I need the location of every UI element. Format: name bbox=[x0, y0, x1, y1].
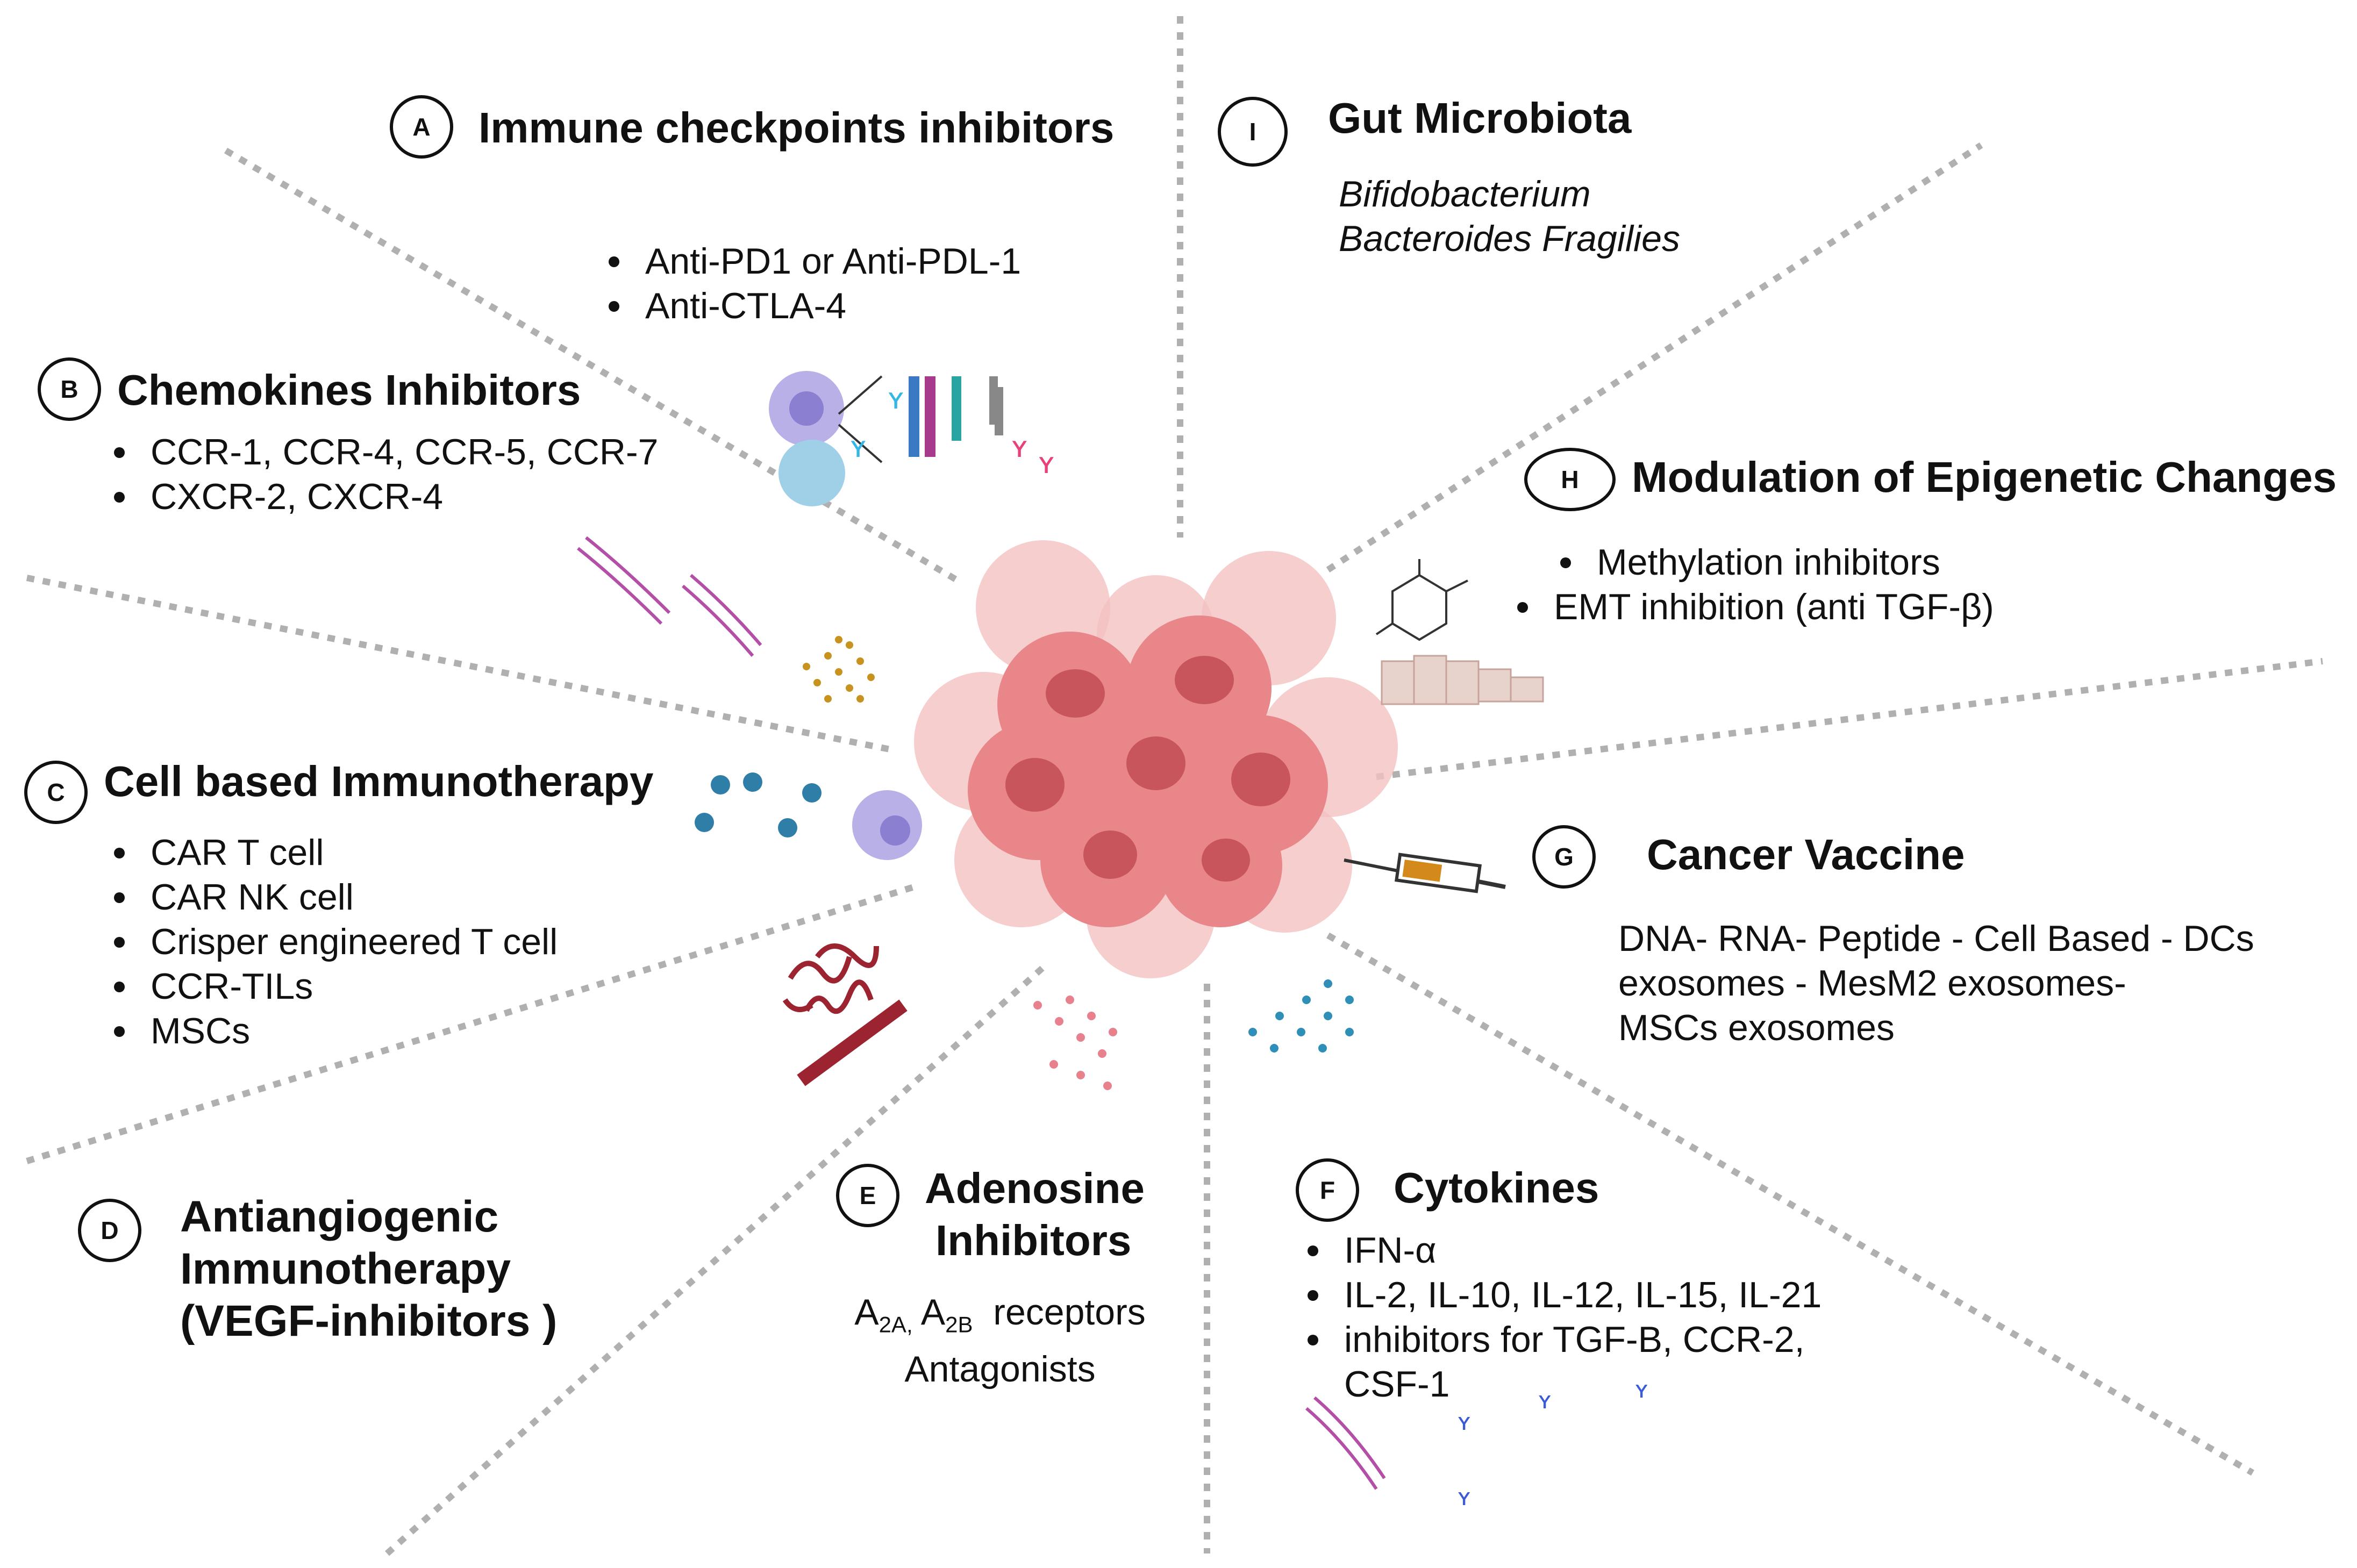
svg-text:ʏ: ʏ bbox=[1457, 1408, 1472, 1436]
divider-f-g bbox=[1326, 932, 2255, 1476]
section-i-letter: I bbox=[1249, 118, 1256, 146]
section-c-item: Crisper engineered T cell bbox=[108, 920, 558, 964]
particle-cloud-gold-icon bbox=[803, 636, 875, 703]
svg-text:ʏ: ʏ bbox=[1538, 1387, 1552, 1414]
section-g-description: DNA- RNA- Peptide - Cell Based - DCs exo… bbox=[1618, 917, 2254, 1050]
section-e-title-line: Inhibitors bbox=[935, 1216, 1132, 1264]
svg-text:ʏ: ʏ bbox=[849, 430, 867, 464]
section-b-letter: B bbox=[60, 375, 78, 403]
section-b-badge: B bbox=[38, 357, 101, 421]
particle-cloud-blue-icon bbox=[1248, 979, 1354, 1053]
section-a-item: Anti-CTLA-4 bbox=[602, 284, 1021, 328]
section-g-line: MSCs exosomes bbox=[1618, 1007, 1895, 1048]
section-i-title: Gut Microbiota bbox=[1328, 94, 1632, 142]
section-c-badge: C bbox=[24, 761, 88, 824]
section-e-receptors: A2A, A2B receptors bbox=[833, 1290, 1167, 1347]
receptor-b-subscript: 2B bbox=[945, 1312, 973, 1337]
divider-d-e bbox=[385, 965, 1045, 1556]
antibody-icons: ʏ ʏ ʏ ʏ bbox=[1457, 1376, 1649, 1511]
section-g-line: exosomes - MesM2 exosomes- bbox=[1618, 963, 2126, 1004]
section-a-letter: A bbox=[412, 113, 431, 141]
receptor-b: A bbox=[920, 1292, 946, 1333]
syringe-icon bbox=[1344, 853, 1506, 893]
section-b-title: Chemokines Inhibitors bbox=[117, 366, 581, 414]
section-d-letter: D bbox=[101, 1216, 119, 1244]
tumor-cluster-icon bbox=[914, 540, 1398, 978]
section-c-letter: C bbox=[47, 778, 65, 806]
receptor-suffix: receptors bbox=[993, 1292, 1146, 1333]
svg-text:ʏ: ʏ bbox=[1038, 446, 1055, 480]
section-f-badge: F bbox=[1296, 1158, 1359, 1222]
section-dividers bbox=[26, 16, 2323, 1556]
section-g-line: DNA- RNA- Peptide - Cell Based - DCs bbox=[1618, 918, 2254, 959]
section-c-title: Cell based Immunotherapy bbox=[104, 757, 654, 805]
section-i-organism: Bifidobacterium bbox=[1339, 174, 1591, 214]
checkpoint-schematic-icon: ʏ ʏ ʏ ʏ bbox=[769, 371, 1055, 506]
section-a-list: Anti-PD1 or Anti-PDL-1 Anti-CTLA-4 bbox=[602, 239, 1021, 328]
section-e-letter: E bbox=[859, 1182, 876, 1209]
section-f-letter: F bbox=[1319, 1176, 1335, 1204]
svg-text:ʏ: ʏ bbox=[1011, 430, 1028, 464]
divider-a-b bbox=[224, 147, 965, 586]
section-i-organism: Bacteroides Fragilies bbox=[1339, 218, 1680, 259]
section-i-badge: I bbox=[1218, 97, 1288, 167]
section-h-badge: H bbox=[1524, 448, 1616, 511]
section-g-badge: G bbox=[1532, 825, 1596, 889]
blood-vessel-icon bbox=[782, 943, 908, 1086]
section-d-title-line: (VEGF-inhibitors ) bbox=[180, 1297, 558, 1345]
section-f-continuation: CSF-1 bbox=[1344, 1364, 1450, 1405]
section-e-title-line: Adenosine bbox=[925, 1164, 1145, 1212]
immune-cell-icon bbox=[852, 790, 922, 860]
section-e-line2: Antagonists bbox=[904, 1348, 1096, 1390]
section-g-title: Cancer Vaccine bbox=[1647, 830, 1965, 878]
section-h-item: EMT inhibition (anti TGF-β) bbox=[1511, 585, 1994, 629]
section-c-list: CAR T cell CAR NK cell Crisper engineere… bbox=[108, 830, 558, 1054]
section-i-organisms: Bifidobacterium Bacteroides Fragilies bbox=[1339, 172, 1680, 261]
section-f-list: IFN-α IL-2, IL-10, IL-12, IL-15, IL-21 i… bbox=[1301, 1228, 1822, 1362]
section-a-title: Immune checkpoints inhibitors bbox=[478, 104, 1115, 152]
dna-strand-icon bbox=[577, 536, 762, 657]
svg-text:ʏ: ʏ bbox=[887, 382, 905, 416]
section-c-item: CAR NK cell bbox=[108, 875, 558, 920]
divider-h-i bbox=[1326, 142, 1983, 573]
dna-strand-icon-f bbox=[1305, 1396, 1386, 1490]
epithelial-cells-icon bbox=[1381, 655, 1544, 705]
section-d-title-line: Immunotherapy bbox=[180, 1244, 511, 1293]
section-e-badge: E bbox=[836, 1164, 899, 1227]
section-b-item: CCR-1, CCR-4, CCR-5, CCR-7 bbox=[108, 430, 659, 475]
section-a-badge: A bbox=[390, 95, 453, 159]
section-c-item: CAR T cell bbox=[108, 830, 558, 875]
section-c-item: MSCs bbox=[108, 1009, 558, 1054]
section-h-list: Methylation inhibitors EMT inhibition (a… bbox=[1511, 540, 1994, 629]
particle-cloud-pink-icon bbox=[1033, 996, 1117, 1090]
viral-particles-icon bbox=[695, 772, 822, 837]
divider-g-h bbox=[1376, 658, 2323, 780]
section-d-badge: D bbox=[78, 1199, 141, 1262]
section-c-item: CCR-TILs bbox=[108, 964, 558, 1009]
section-d-title: Antiangiogenic Immunotherapy (VEGF-inhib… bbox=[180, 1191, 557, 1347]
section-f-item: IFN-α bbox=[1301, 1228, 1822, 1273]
divider-b-c bbox=[26, 575, 894, 753]
section-d-title-line: Antiangiogenic bbox=[180, 1192, 499, 1241]
section-e-description: A2A, A2B receptors Antagonists bbox=[833, 1290, 1167, 1392]
receptor-a-subscript: 2A, bbox=[878, 1312, 913, 1337]
section-h-item: Methylation inhibitors bbox=[1554, 540, 1994, 585]
svg-text:ʏ: ʏ bbox=[1457, 1484, 1472, 1511]
section-b-item: CXCR-2, CXCR-4 bbox=[108, 475, 659, 519]
section-g-letter: G bbox=[1554, 843, 1574, 871]
section-f-title: Cytokines bbox=[1394, 1164, 1599, 1212]
section-a-item: Anti-PD1 or Anti-PDL-1 bbox=[602, 239, 1021, 284]
section-b-list: CCR-1, CCR-4, CCR-5, CCR-7 CXCR-2, CXCR-… bbox=[108, 430, 659, 519]
section-e-title: Adenosine Inhibitors bbox=[925, 1162, 1145, 1266]
section-h-letter: H bbox=[1561, 466, 1579, 493]
svg-text:ʏ: ʏ bbox=[1634, 1376, 1649, 1404]
section-h-title: Modulation of Epigenetic Changes bbox=[1632, 453, 2337, 501]
section-f-item: inhibitors for TGF-B, CCR-2, bbox=[1301, 1318, 1822, 1362]
methylcytosine-molecule-icon bbox=[1375, 559, 1468, 641]
receptor-a: A bbox=[854, 1292, 879, 1333]
section-f-item: IL-2, IL-10, IL-12, IL-15, IL-21 bbox=[1301, 1273, 1822, 1318]
